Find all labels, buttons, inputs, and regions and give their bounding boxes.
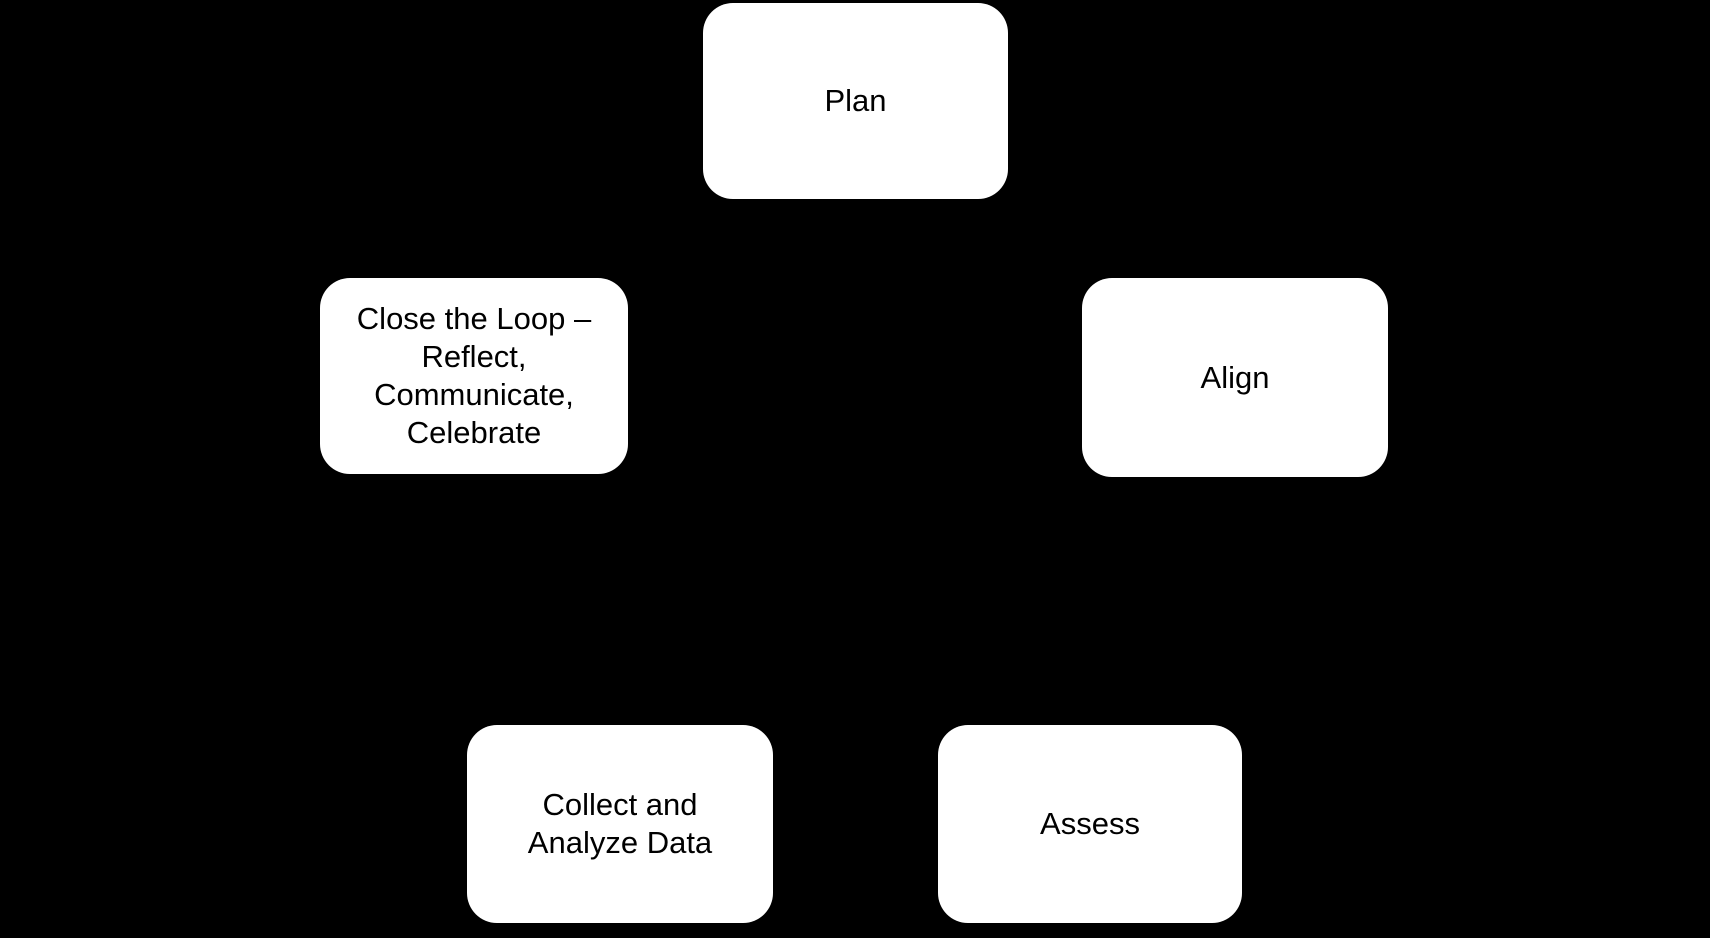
node-collect-analyze-data: Collect and Analyze Data: [467, 725, 773, 923]
node-close-the-loop-label: Close the Loop – Reflect, Communicate, C…: [356, 301, 592, 450]
node-align-label: Align: [1200, 359, 1270, 395]
node-plan-label: Plan: [824, 83, 887, 119]
node-collect-analyze-data-label: Collect and Analyze Data: [527, 787, 713, 860]
node-assess-label: Assess: [1040, 806, 1140, 842]
node-align: Align: [1082, 278, 1388, 477]
node-plan: Plan: [703, 3, 1008, 199]
node-close-the-loop: Close the Loop – Reflect, Communicate, C…: [320, 278, 628, 474]
node-assess: Assess: [938, 725, 1242, 923]
